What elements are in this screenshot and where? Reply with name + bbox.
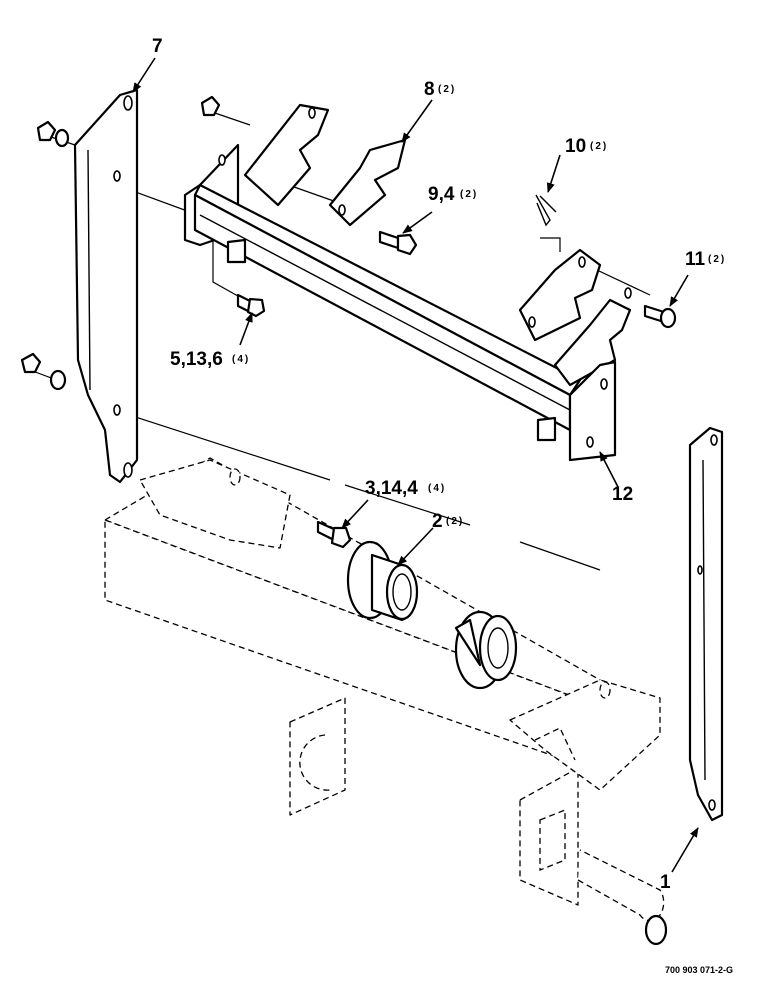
callout-10: 10 (2) (565, 136, 608, 157)
hex-nuts-washers (20, 95, 221, 391)
right-strap-part-1 (688, 426, 724, 822)
left-plate-part-7 (73, 88, 139, 484)
callout-3-14-4: 3,14,4 (4) (365, 478, 446, 499)
bolt-9-4 (378, 230, 418, 256)
hairpin-10 (535, 194, 557, 227)
header-frame-ghost (104, 457, 668, 946)
callout-11: 11 (2) (685, 249, 726, 270)
callout-8-number: 8 (424, 79, 435, 100)
callout-3-14-4-qty: (4) (428, 483, 446, 494)
callout-3-14-4-number: 3,14,4 (365, 478, 418, 499)
callout-12: 12 (612, 484, 633, 505)
callout-8-qty: (2) (438, 84, 456, 95)
figure-id: 700 903 071-2-G (665, 965, 733, 975)
pin-11 (643, 304, 677, 329)
callout-1: 1 (660, 872, 671, 893)
callout-12-number: 12 (612, 484, 633, 505)
callout-11-qty: (2) (708, 254, 726, 265)
bolt-5-13-6 (236, 293, 266, 318)
callout-10-qty: (2) (590, 141, 608, 152)
crossbar-weldment-part-12 (183, 103, 632, 462)
callout-8: 8 (2) (424, 79, 456, 100)
callout-9-4: 9,4 (2) (428, 184, 478, 205)
callout-7: 7 (152, 36, 163, 57)
callout-leaders (132, 57, 699, 873)
callout-10-number: 10 (565, 136, 586, 157)
callout-9-4-qty: (2) (460, 189, 478, 200)
callout-5-13-6-qty: (4) (232, 354, 250, 365)
callout-5-13-6-number: 5,13,6 (170, 349, 223, 370)
callout-2-number: 2 (432, 511, 443, 532)
callout-9-4-number: 9,4 (428, 184, 455, 205)
callout-2-qty: (2) (446, 516, 464, 527)
callout-1-number: 1 (660, 872, 671, 893)
callout-7-number: 7 (152, 36, 163, 57)
callout-2: 2 (2) (432, 511, 464, 532)
callout-5-13-6: 5,13,6 (4) (170, 349, 250, 370)
callout-11-number: 11 (685, 249, 706, 270)
